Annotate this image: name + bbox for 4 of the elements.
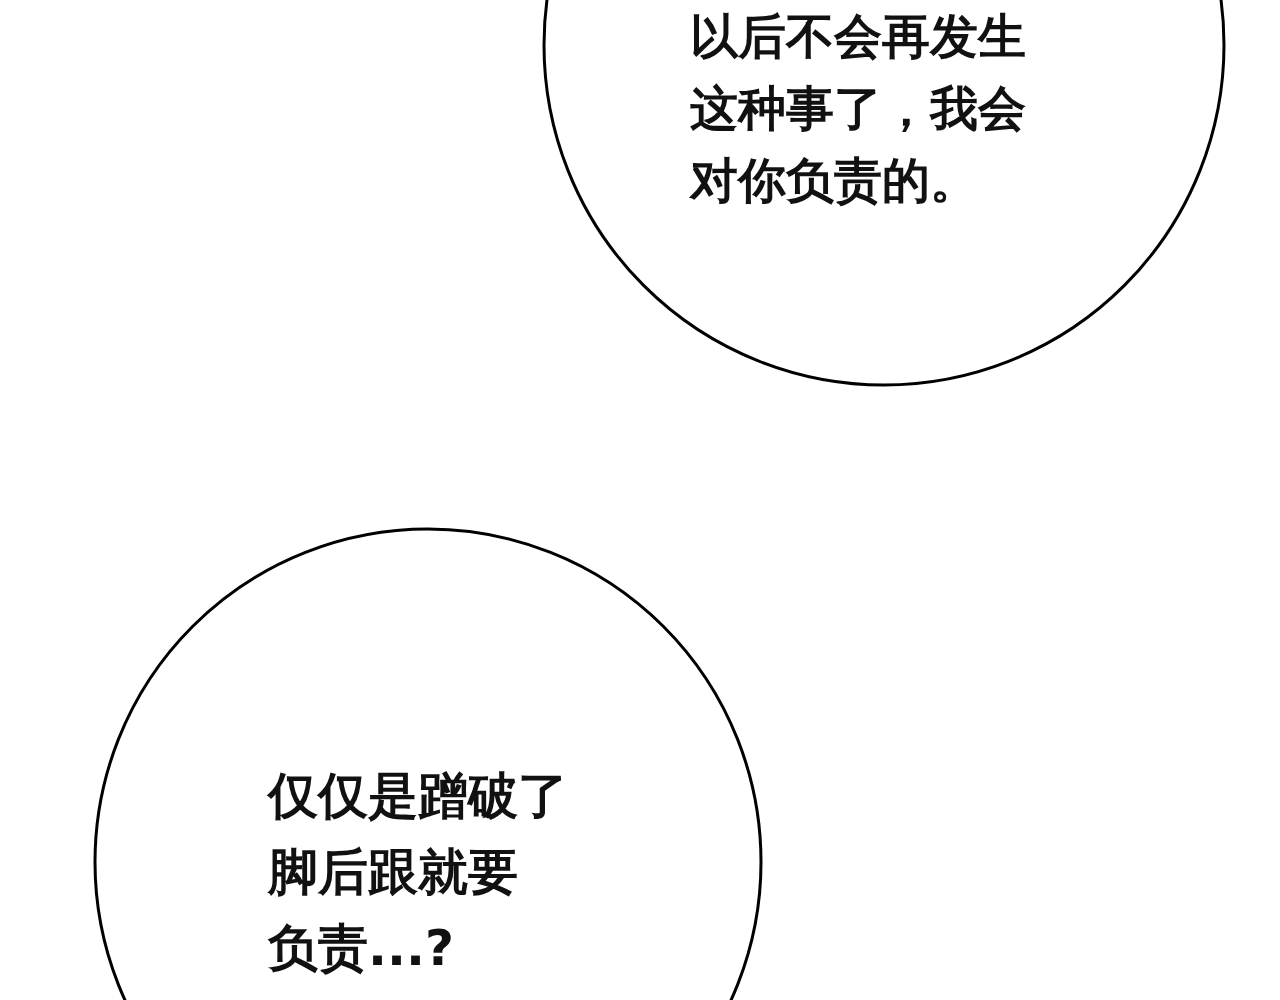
dialogue-text: 仅仅是蹭破了脚后跟就要负责...? xyxy=(268,766,568,979)
dialogue-text: 以后不会再发生这种事了，我会对你负责的。 xyxy=(690,7,1026,210)
speech-bubble xyxy=(93,527,763,1000)
speech-bubble xyxy=(542,0,1226,387)
